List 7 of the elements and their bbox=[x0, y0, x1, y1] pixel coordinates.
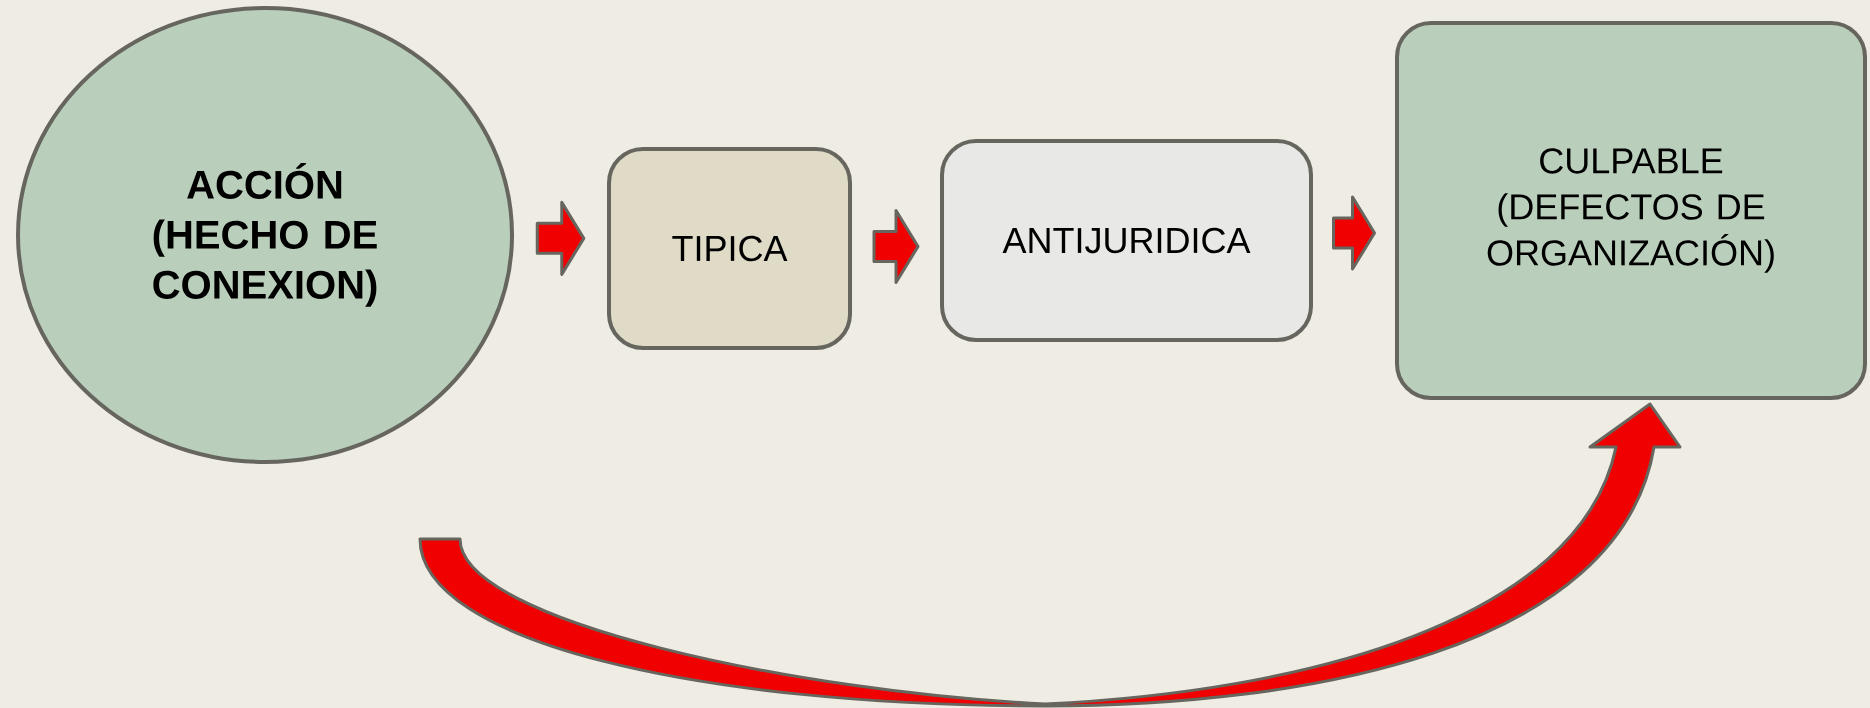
concept-box: TIPICA bbox=[607, 147, 852, 350]
concept-box: ANTIJURIDICA bbox=[940, 139, 1313, 342]
block-arrow bbox=[535, 200, 586, 276]
block-arrow bbox=[872, 209, 920, 284]
block-arrow bbox=[1332, 195, 1376, 271]
block-arrow bbox=[418, 402, 1682, 708]
concept-box: CULPABLE (DEFECTOS DE ORGANIZACIÓN) bbox=[1395, 21, 1867, 400]
